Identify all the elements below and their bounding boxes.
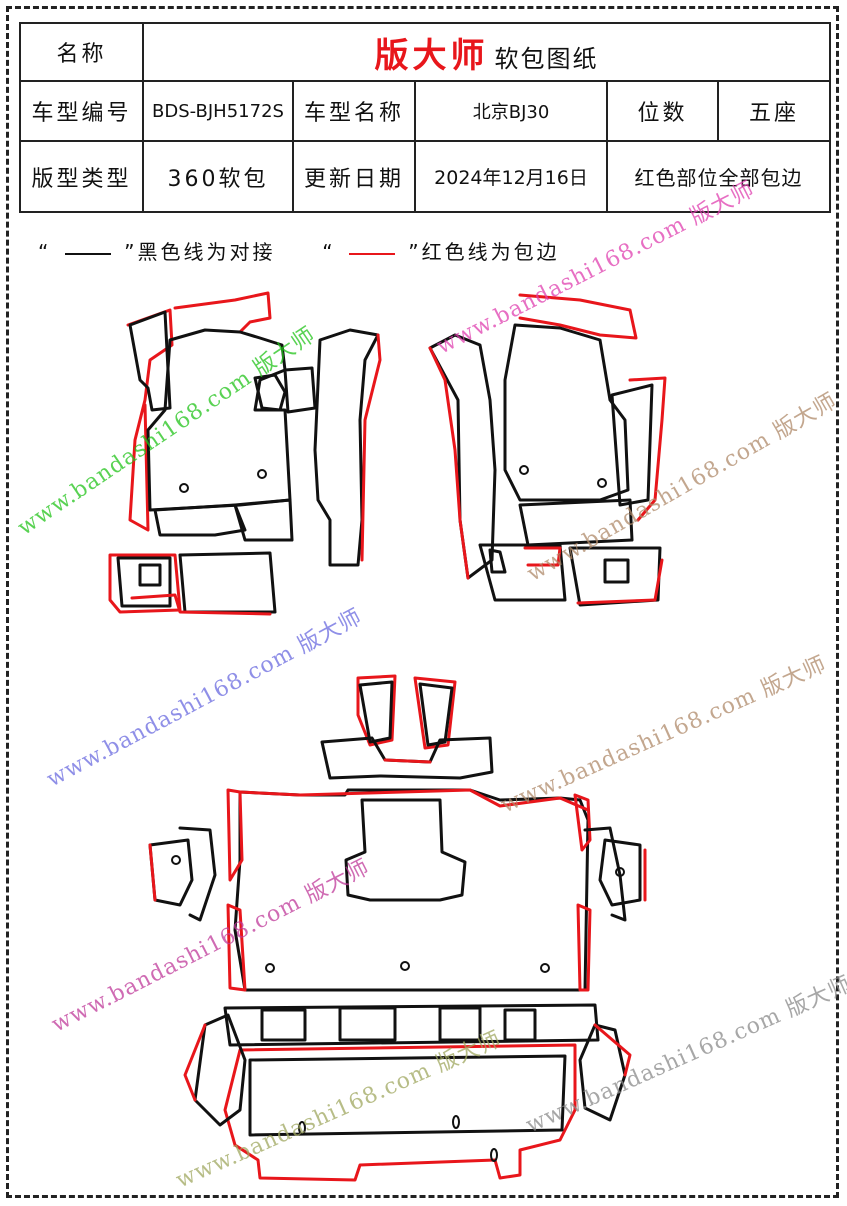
brand-title: 版大师 <box>374 35 489 76</box>
left-heel-strip <box>233 498 294 542</box>
page-border <box>6 6 839 1198</box>
update-date: 2024年12月16日 <box>414 140 608 213</box>
left-upper-panel <box>128 310 172 412</box>
right-main-floor <box>503 323 630 502</box>
left-heel-pad <box>153 503 247 537</box>
left-pedal-box <box>253 373 287 412</box>
rear-left-side-flap <box>148 838 194 907</box>
document-title: 版大师软包图纸 <box>141 22 832 82</box>
left-top-flap <box>173 291 272 334</box>
line-legend: “ ”黑色线为对接 “ ”红色线为包边 <box>38 236 560 265</box>
model-name-label: 车型名称 <box>292 80 416 142</box>
pattern-type-label: 版型类型 <box>19 140 144 213</box>
right-tunnel-strip <box>428 333 497 580</box>
rear-floor-pieces <box>148 674 647 1182</box>
title-sub: 软包图纸 <box>494 44 599 73</box>
left-sill-panel <box>126 308 174 532</box>
legend-black-text: ”黑色线为对接 <box>124 240 276 264</box>
legend-black-open: “ <box>38 240 52 264</box>
legend-red-open: “ <box>322 240 336 264</box>
seats-label: 位数 <box>606 80 719 142</box>
left-main-floor <box>146 328 292 512</box>
left-pedal-box2 <box>283 366 317 414</box>
model-code-label: 车型编号 <box>19 80 144 142</box>
seats-value: 五座 <box>716 80 832 142</box>
rear-tunnel-cover <box>344 798 467 902</box>
rear-seat-flap-right <box>413 676 457 750</box>
legend-red-line <box>348 252 395 255</box>
left-tunnel-strip <box>313 328 380 567</box>
pattern-type: 360软包 <box>142 140 294 213</box>
rear-seat-flap-left <box>356 674 397 747</box>
right-sill-panel <box>628 376 667 522</box>
front-left-pieces <box>108 291 382 616</box>
rear-center-hump <box>320 736 494 780</box>
right-top-flap <box>518 293 638 340</box>
name-label: 名称 <box>19 22 144 82</box>
rear-cargo-strip <box>223 1003 600 1047</box>
info-table: 名称 版大师软包图纸 车型编号 BDS-BJH5172S 车型名称 北京BJ30… <box>19 22 832 213</box>
model-name: 北京BJ30 <box>414 80 608 142</box>
right-lower-sill <box>478 543 567 602</box>
model-code: BDS-BJH5172S <box>142 80 294 142</box>
front-right-pieces <box>428 293 667 607</box>
edge-note: 红色部位全部包边 <box>605 140 832 213</box>
left-lower-sill <box>108 553 182 614</box>
update-date-label: 更新日期 <box>292 140 416 213</box>
legend-black-line <box>64 252 111 255</box>
rear-right-wheel-arch <box>578 1023 627 1122</box>
legend-red-text: ”红色线为包边 <box>408 240 560 264</box>
